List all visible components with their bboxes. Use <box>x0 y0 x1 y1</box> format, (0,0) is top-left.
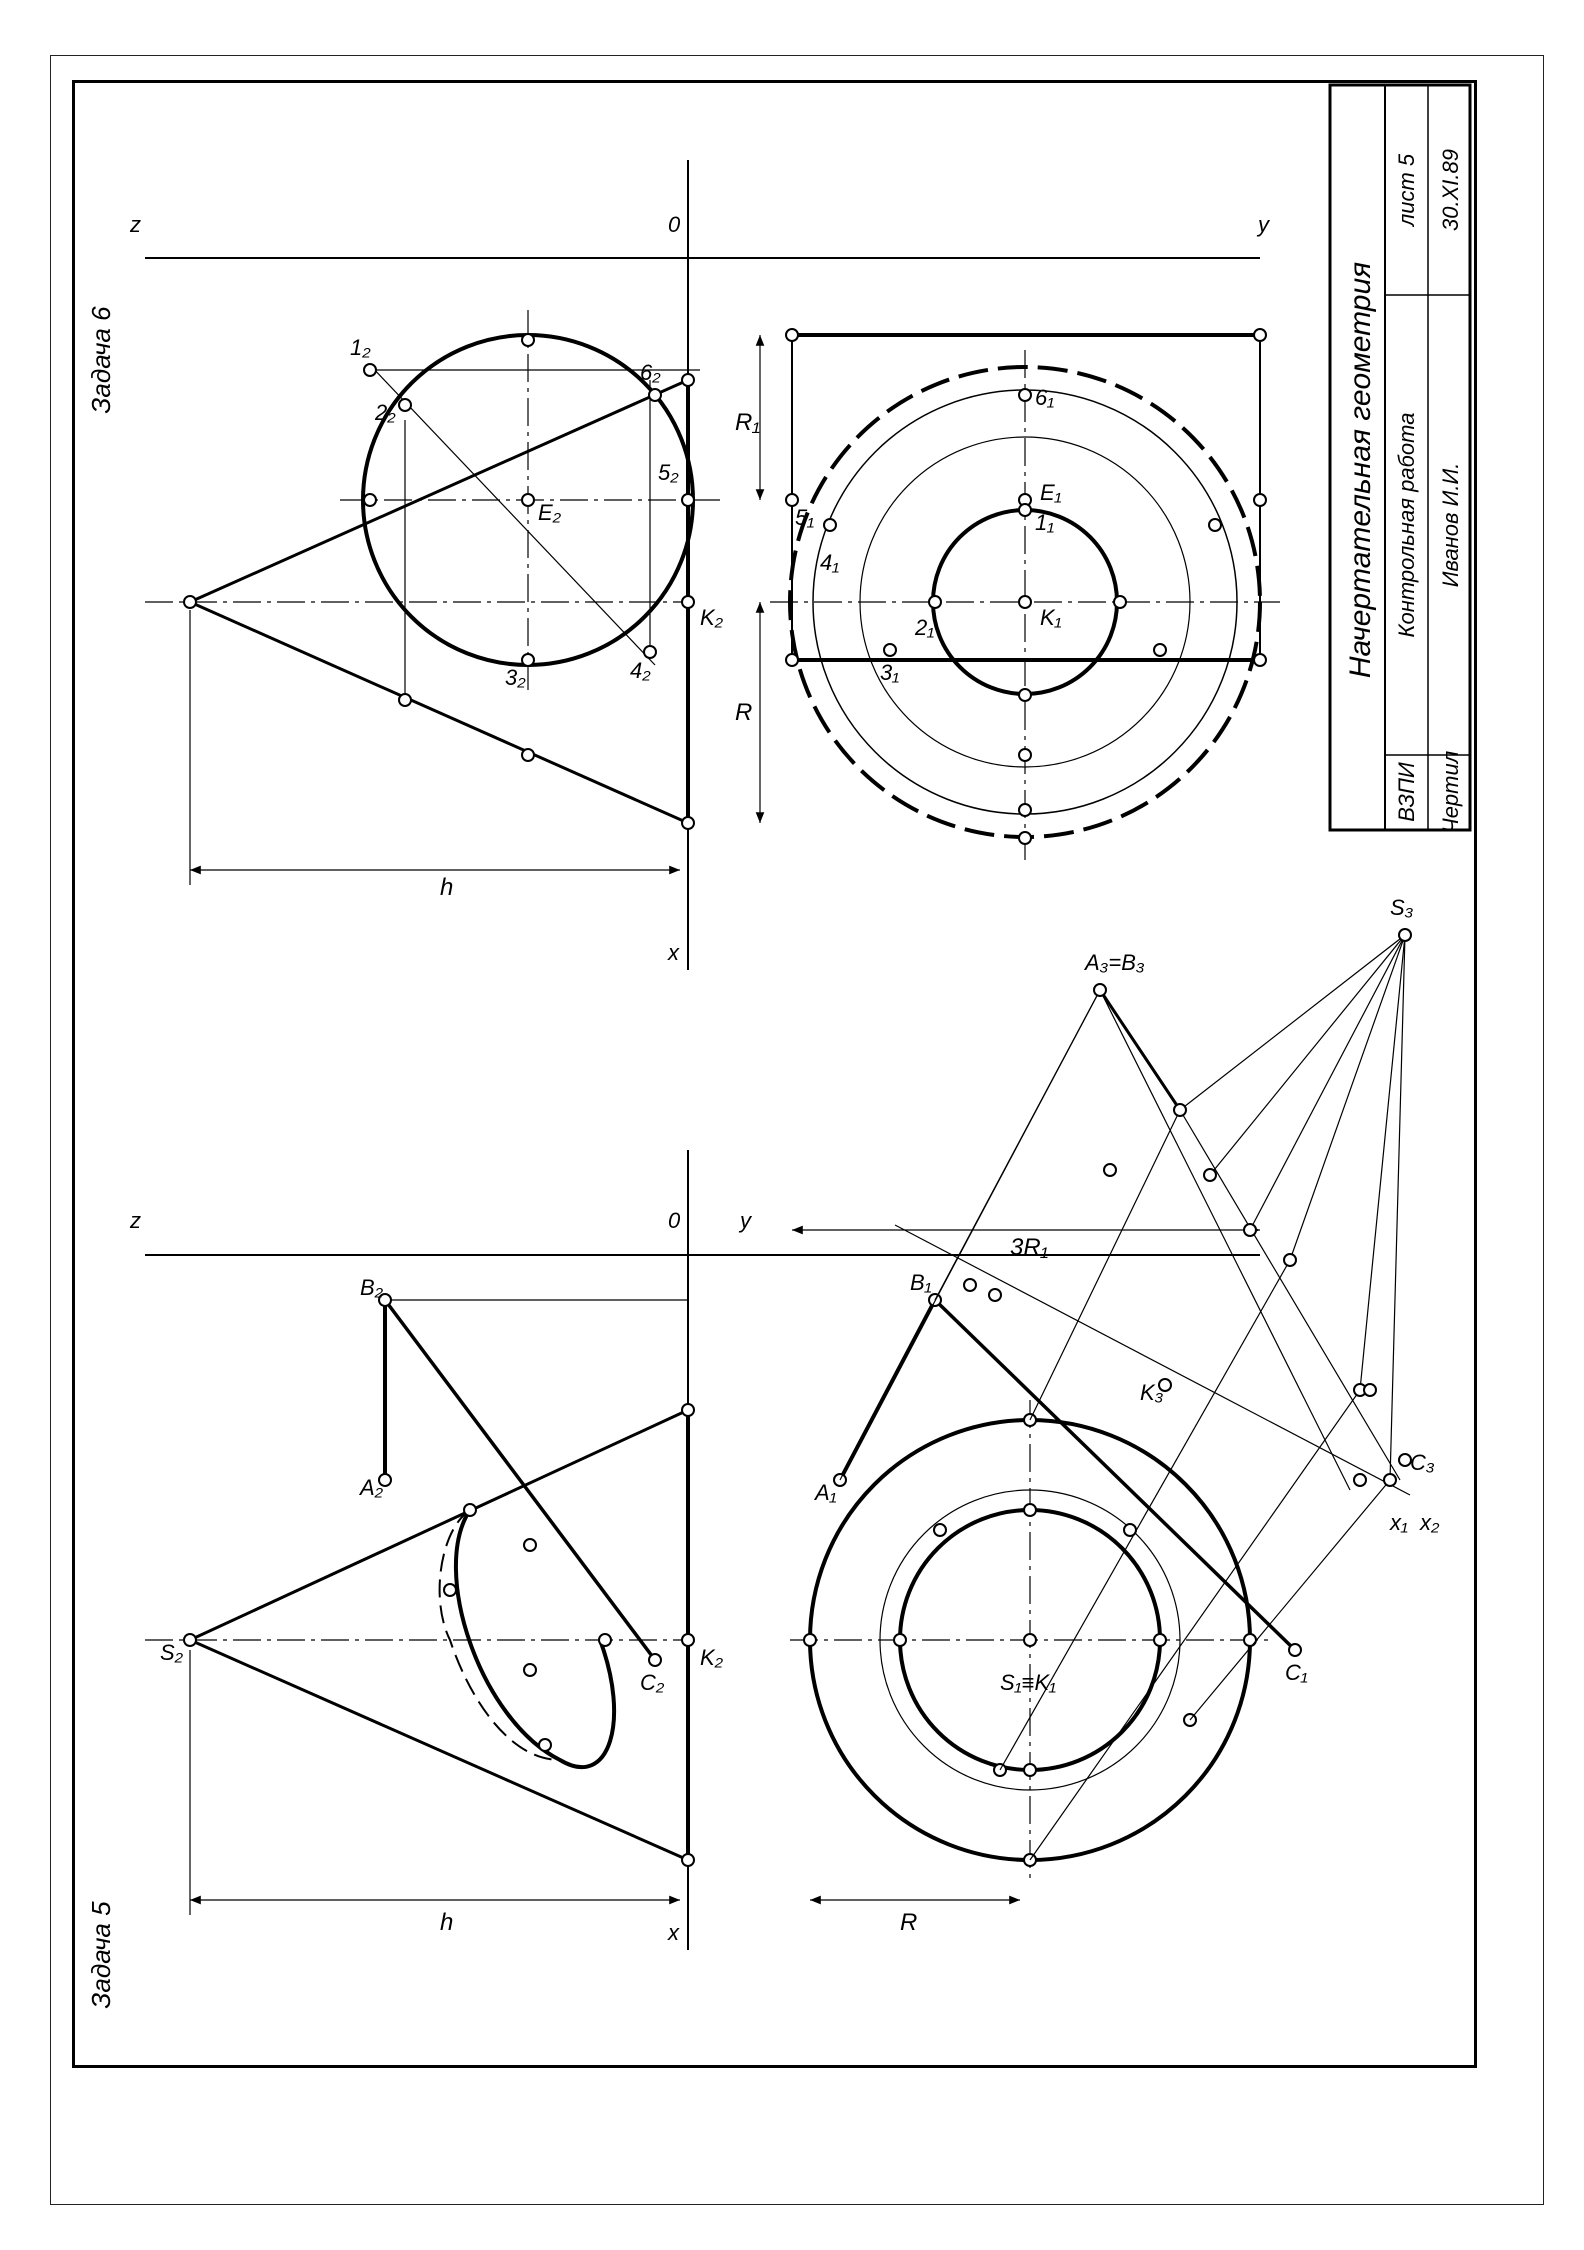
task5-front-line-abc <box>383 1298 688 1662</box>
task6-point-4-1: 4₁ <box>820 550 839 575</box>
author-name: Иванов И.И. <box>1438 463 1463 588</box>
task5-section-ellipse-visible <box>454 1508 617 1769</box>
task5-point-s3: S₃ <box>1390 895 1414 920</box>
task5-dim-h <box>189 1650 680 1915</box>
title-block <box>1328 83 1472 832</box>
task6-point-1-2: 1₂ <box>350 335 371 360</box>
task6-point-2-1: 2₁ <box>914 615 934 640</box>
sheet-title: Начертательная геометрия <box>1344 262 1377 678</box>
task6-axis-y: y <box>1256 212 1271 237</box>
task6-dim-h <box>189 610 680 885</box>
sheet-number-label: лист 5 <box>1394 153 1419 228</box>
task6-point-5-2: 5₂ <box>658 460 679 485</box>
task5-point-a1: A₁ <box>813 1480 837 1505</box>
task5-dim-h-label: h <box>440 1909 453 1936</box>
task6-point-5-1: 5₁ <box>795 505 814 530</box>
task5-point-k2: K₂ <box>700 1645 724 1670</box>
task6-point-4-2: 4₂ <box>630 658 651 683</box>
task6-point-6-2: 6₂ <box>640 360 661 385</box>
task5-dim-r-label: R <box>900 1909 917 1936</box>
task5-axis-z: z <box>129 1208 141 1233</box>
task5-point-c2: C₂ <box>640 1670 665 1695</box>
task5-axes <box>145 1150 1260 1950</box>
task5-point-c3: C₃ <box>1410 1450 1435 1475</box>
task5-title: Задача 5 <box>86 1901 116 2009</box>
task6-front-cone <box>145 378 690 825</box>
task6-point-3-2: 3₂ <box>505 665 526 690</box>
task6-point-3-1: 3₁ <box>880 660 899 685</box>
task5-aux-construction <box>839 934 1411 1861</box>
task6-axes <box>145 160 1260 970</box>
task5-point-a2: A₂ <box>358 1475 384 1500</box>
task6-point-6-1: 6₁ <box>1035 385 1054 410</box>
task6-point-e1: E₁ <box>1040 480 1062 505</box>
task6-point-k1: K₁ <box>1040 605 1062 630</box>
task5-origin: 0 <box>668 1208 681 1233</box>
task6-axis-x: x <box>667 940 680 965</box>
task5-point-k3: K₃ <box>1140 1380 1164 1405</box>
task6-point-2-2: 2₂ <box>374 400 396 425</box>
work-type-label: Контрольная работа <box>1394 413 1419 638</box>
task5-aux-points <box>963 928 1412 1487</box>
task5-point-a3b3: A₃=B₃ <box>1083 950 1145 975</box>
task5-point-b2: B₂ <box>360 1275 384 1300</box>
task6-axis-z: z <box>129 212 141 237</box>
date-label: 30.XI.89 <box>1438 149 1463 231</box>
task6-point-e2: E₂ <box>538 500 562 525</box>
task5-point-c1: C₁ <box>1285 1660 1308 1685</box>
task5-top-points <box>803 1293 1302 1867</box>
drawn-by-label: Чертил <box>1438 751 1463 833</box>
task5-section-ellipse-hidden <box>438 1509 561 1761</box>
task6-origin: 0 <box>668 212 681 237</box>
task6-point-1-1: 1₁ <box>1035 510 1054 535</box>
task5-point-s2: S₂ <box>160 1640 184 1665</box>
task6-dim-3r1: 3R₁ <box>1010 1234 1048 1261</box>
task6-top-points <box>785 328 1267 845</box>
task5-axis-x2: x₂ <box>1419 1510 1440 1535</box>
task6-dim-r1: R₁ <box>735 409 760 436</box>
task5-point-s1k1: S₁≡K₁ <box>1000 1670 1056 1695</box>
drawing-frame <box>72 80 1477 2068</box>
task5-point-b1: B₁ <box>910 1270 932 1295</box>
task6-front-points <box>183 333 695 830</box>
task6-point-k2: K₂ <box>700 605 724 630</box>
organization-label: ВЗПИ <box>1394 762 1419 822</box>
task5-axis-x: x <box>667 1920 680 1945</box>
task5-axis-x1: x₁ <box>1389 1510 1408 1535</box>
task5-axis-y: y <box>738 1208 753 1233</box>
task6-title: Задача 6 <box>86 306 116 414</box>
task6-dim-h-label: h <box>440 874 453 901</box>
task6-top-dims <box>755 335 1260 1235</box>
task5-front-points <box>183 1293 695 1867</box>
sheet-border <box>50 55 1544 2205</box>
task6-dim-r: R <box>735 699 752 726</box>
